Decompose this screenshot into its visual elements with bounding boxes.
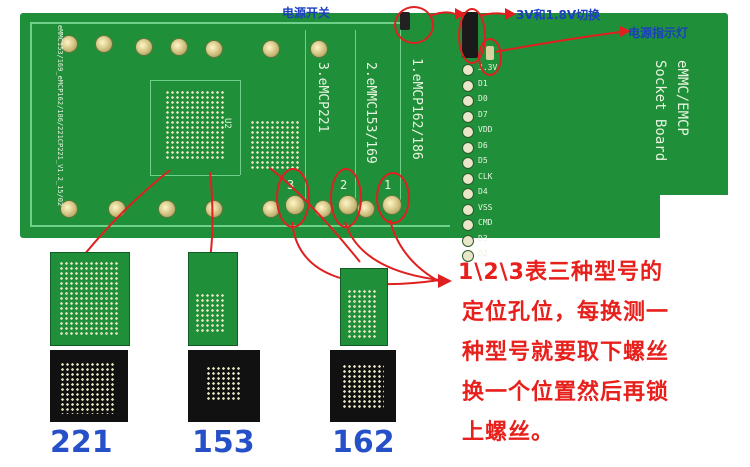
chip-221 xyxy=(50,350,128,422)
bga-pad-array xyxy=(165,90,225,160)
thumbnail-153-pcb xyxy=(188,252,238,346)
thumbnail-221-pcb xyxy=(50,252,130,346)
annotation-power-switch: 电源开关 xyxy=(282,6,331,20)
note-line-2: 定位孔位，每换测一 xyxy=(462,300,670,325)
note-line-1: 1\2\3表三种型号的 xyxy=(458,260,663,285)
model-221: 221 xyxy=(50,425,113,460)
model-153: 153 xyxy=(192,425,255,460)
annotation-power-led: 电源指示灯 xyxy=(628,26,689,40)
annotation-voltage-switch: 3V和1.8V切换 xyxy=(516,8,601,22)
model-162: 162 xyxy=(332,425,395,460)
note-line-5: 上螺丝。 xyxy=(462,420,555,445)
bga-pad-array-2 xyxy=(250,120,300,170)
thumbnail-162-pcb xyxy=(340,268,388,346)
chip-162 xyxy=(330,350,396,422)
chip-153 xyxy=(188,350,260,422)
note-line-4: 换一个位置然后再锁 xyxy=(462,380,670,405)
note-line-3: 种型号就要取下螺丝 xyxy=(462,340,670,365)
